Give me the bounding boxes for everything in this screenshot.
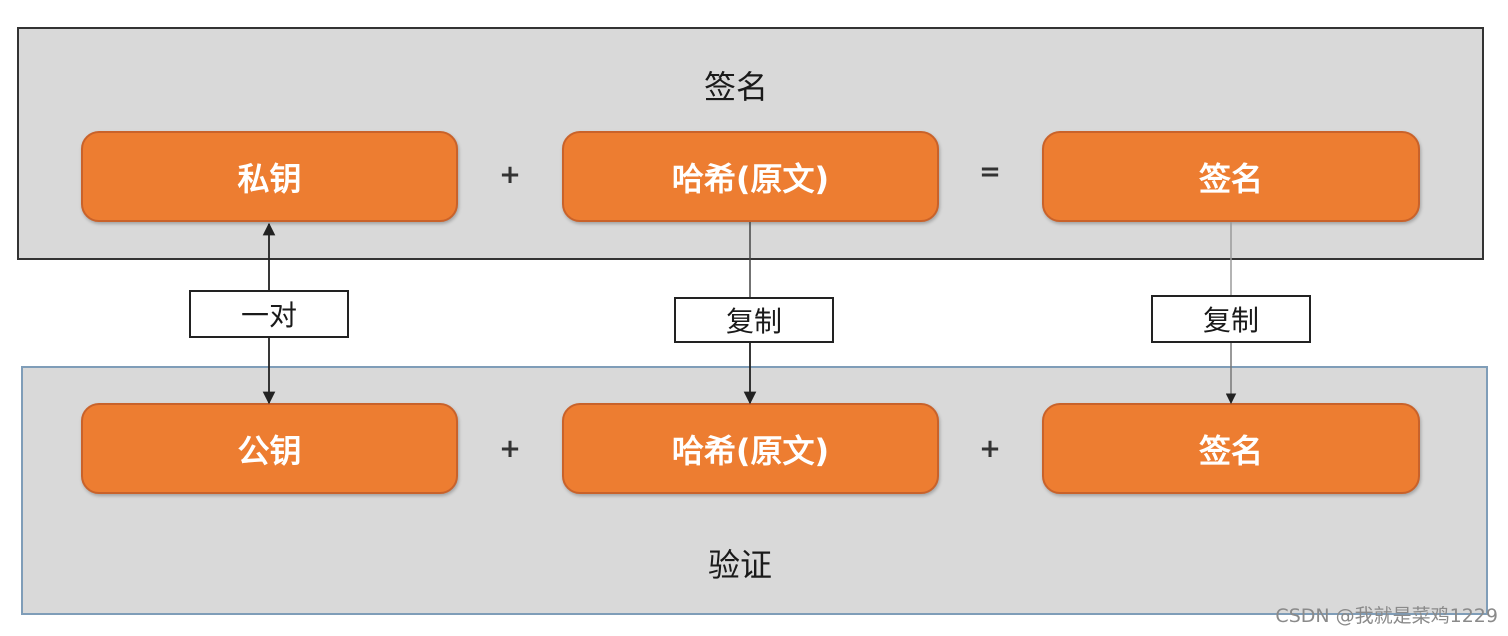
plus-operator: +: [499, 160, 521, 190]
equals-operator: =: [979, 157, 1001, 187]
copy-label-hash: 复制: [674, 297, 834, 343]
watermark: CSDN @我就是菜鸡1229: [1275, 605, 1498, 627]
hash-original-box: 哈希(原文): [562, 131, 939, 222]
plus-operator: +: [499, 434, 521, 464]
signature-box-verify: 签名: [1042, 403, 1420, 494]
pair-label: 一对: [189, 290, 349, 338]
verify-panel-title: 验证: [708, 546, 773, 584]
hash-original-box-verify: 哈希(原文): [562, 403, 939, 494]
sign-panel-title: 签名: [704, 68, 769, 106]
private-key-box: 私钥: [81, 131, 458, 222]
copy-label-signature: 复制: [1151, 295, 1311, 343]
signature-box: 签名: [1042, 131, 1420, 222]
plus-operator: +: [979, 434, 1001, 464]
public-key-box: 公钥: [81, 403, 458, 494]
